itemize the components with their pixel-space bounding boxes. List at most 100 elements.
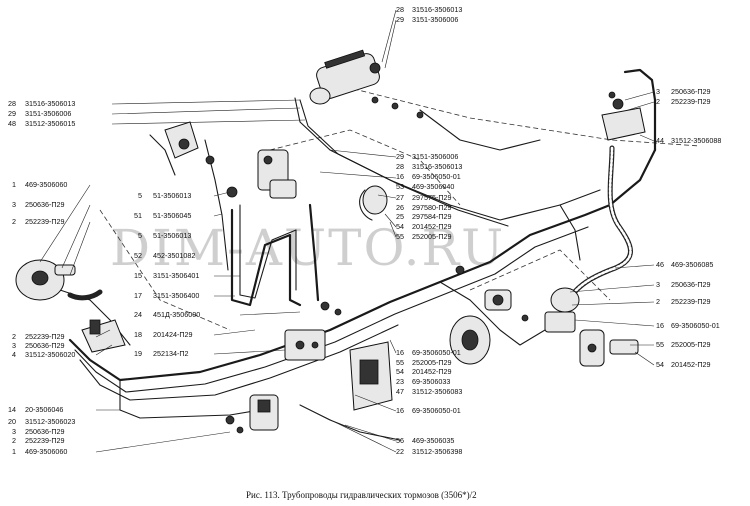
callout-code: 201452-П29 bbox=[412, 367, 452, 376]
callout-code: 51-3506013 bbox=[153, 191, 191, 200]
callout-code: 31512-3506015 bbox=[25, 119, 75, 128]
callout-code: 252239-П29 bbox=[671, 297, 711, 306]
dashed-outline bbox=[269, 129, 461, 206]
brake-line bbox=[74, 226, 589, 393]
callout-num: 22 bbox=[396, 447, 404, 456]
callout-num: 48 bbox=[8, 119, 16, 128]
callout-num: 26 bbox=[396, 203, 404, 212]
center-tee bbox=[484, 289, 512, 311]
bent-tube bbox=[239, 204, 297, 299]
callout-num: 17 bbox=[134, 291, 142, 300]
callout-code: 69-3506050-01 bbox=[671, 321, 720, 330]
callout-code: 31512-3506398 bbox=[412, 447, 462, 456]
mid-left-leaders bbox=[213, 191, 301, 355]
callout-num: 16 bbox=[656, 321, 664, 330]
callout-code: 69-3506050-01 bbox=[412, 406, 461, 415]
left-callout-list: 28 31516-3506013 29 3151-3506006 48 3151… bbox=[8, 99, 75, 456]
callout-num: 1 bbox=[12, 180, 16, 189]
callout-num: 23 bbox=[396, 377, 404, 386]
callout-num: 2 bbox=[12, 436, 16, 445]
callout-code: 250636-П29 bbox=[25, 200, 65, 209]
callout-num: 29 bbox=[396, 152, 404, 161]
straight-tube bbox=[308, 203, 320, 302]
callout-code: 469-3506040 bbox=[412, 182, 454, 191]
pressure-regulator-bracket bbox=[359, 185, 388, 221]
figure-caption: Рис. 113. Трубопроводы гидравлических то… bbox=[246, 490, 477, 500]
callout-num: 47 bbox=[396, 387, 404, 396]
callout-code: 31512-3506088 bbox=[671, 136, 721, 145]
callout-num: 54 bbox=[396, 222, 404, 231]
callout-num: 27 bbox=[396, 193, 404, 202]
lower-center-bracket bbox=[349, 341, 393, 411]
callout-code: 297575-П29 bbox=[412, 193, 452, 202]
callout-num: 4 bbox=[12, 350, 16, 359]
flex-hose-front bbox=[67, 289, 103, 301]
right-lower-cylinder bbox=[579, 329, 639, 367]
callout-code: 469-3506085 bbox=[671, 260, 713, 269]
callout-code: 31516-3506013 bbox=[412, 5, 462, 14]
callout-code: 51-3506045 bbox=[153, 211, 191, 220]
callout-code: 201452-П29 bbox=[671, 360, 711, 369]
callout-code: 252239-П29 bbox=[25, 436, 65, 445]
right-callout-list: 3 250636-П29 2 252239-П29 44 31512-35060… bbox=[656, 87, 721, 369]
top-leaders bbox=[381, 9, 397, 69]
brake-line bbox=[559, 204, 581, 261]
callout-code: 469-3506060 bbox=[25, 180, 67, 189]
callout-num: 29 bbox=[396, 15, 404, 24]
callout-num: 55 bbox=[396, 232, 404, 241]
bottom-center-leaders bbox=[299, 339, 397, 453]
callout-num: 14 bbox=[8, 405, 16, 414]
callout-code: 31512-3506023 bbox=[25, 417, 75, 426]
callout-code: 69-3506050-01 bbox=[412, 172, 461, 181]
callout-code: 452-3501082 bbox=[153, 251, 195, 260]
callout-num: 54 bbox=[396, 367, 404, 376]
callout-code: 252239-П29 bbox=[25, 332, 65, 341]
tee-block bbox=[257, 149, 297, 199]
callout-num: 52 bbox=[134, 251, 142, 260]
callout-num: 46 bbox=[656, 260, 664, 269]
callout-code: 69-3506033 bbox=[412, 377, 450, 386]
splitter-block bbox=[284, 329, 326, 361]
right-leaders bbox=[569, 91, 655, 366]
callout-code: 31516-3506013 bbox=[412, 162, 462, 171]
callout-num: 54 bbox=[656, 360, 664, 369]
lower-left-bracket bbox=[249, 394, 279, 431]
upper-bracket bbox=[164, 121, 199, 159]
callout-code: 252239-П29 bbox=[671, 97, 711, 106]
right-wheel-cylinder bbox=[544, 287, 580, 333]
rear-line bbox=[623, 68, 657, 152]
callout-code: 469-3506060 bbox=[25, 447, 67, 456]
callout-code: 31512-3506083 bbox=[412, 387, 462, 396]
callout-num: 2 bbox=[12, 217, 16, 226]
fittings bbox=[205, 91, 616, 434]
brake-line bbox=[119, 379, 261, 419]
callout-num: 56 bbox=[396, 436, 404, 445]
callout-num: 3 bbox=[656, 87, 660, 96]
callout-num: 2 bbox=[12, 332, 16, 341]
callout-code: 250636-П29 bbox=[25, 341, 65, 350]
rear-bracket bbox=[601, 98, 646, 141]
callout-num: 16 bbox=[396, 406, 404, 415]
callout-code: 3151-3506006 bbox=[25, 109, 71, 118]
brake-line bbox=[149, 134, 176, 176]
callout-code: 31512-3506020 bbox=[25, 350, 75, 359]
bottom-center-callout-list: 16 69-3506050-01 55 252005-П29 54 201452… bbox=[396, 348, 462, 456]
dashed-outline bbox=[469, 249, 611, 301]
callout-num: 25 bbox=[396, 212, 404, 221]
callout-code: 250636-П29 bbox=[671, 280, 711, 289]
callout-num: 55 bbox=[396, 358, 404, 367]
callout-code: 469-3506035 bbox=[412, 436, 454, 445]
callout-code: 69-3506050-01 bbox=[412, 348, 461, 357]
callout-num: 3 bbox=[12, 200, 16, 209]
callout-code: 252005-П29 bbox=[671, 340, 711, 349]
callout-code: 250636-П29 bbox=[25, 427, 65, 436]
callout-num: 51 bbox=[134, 211, 142, 220]
callout-code: 297584-П29 bbox=[412, 212, 452, 221]
center-leaders bbox=[319, 149, 397, 238]
callout-code: 20-3506046 bbox=[25, 405, 63, 414]
callout-code: 3151-3506401 bbox=[153, 271, 199, 280]
callout-code: 252134-П2 bbox=[153, 349, 189, 358]
front-left-wheel-cylinder bbox=[15, 259, 76, 301]
